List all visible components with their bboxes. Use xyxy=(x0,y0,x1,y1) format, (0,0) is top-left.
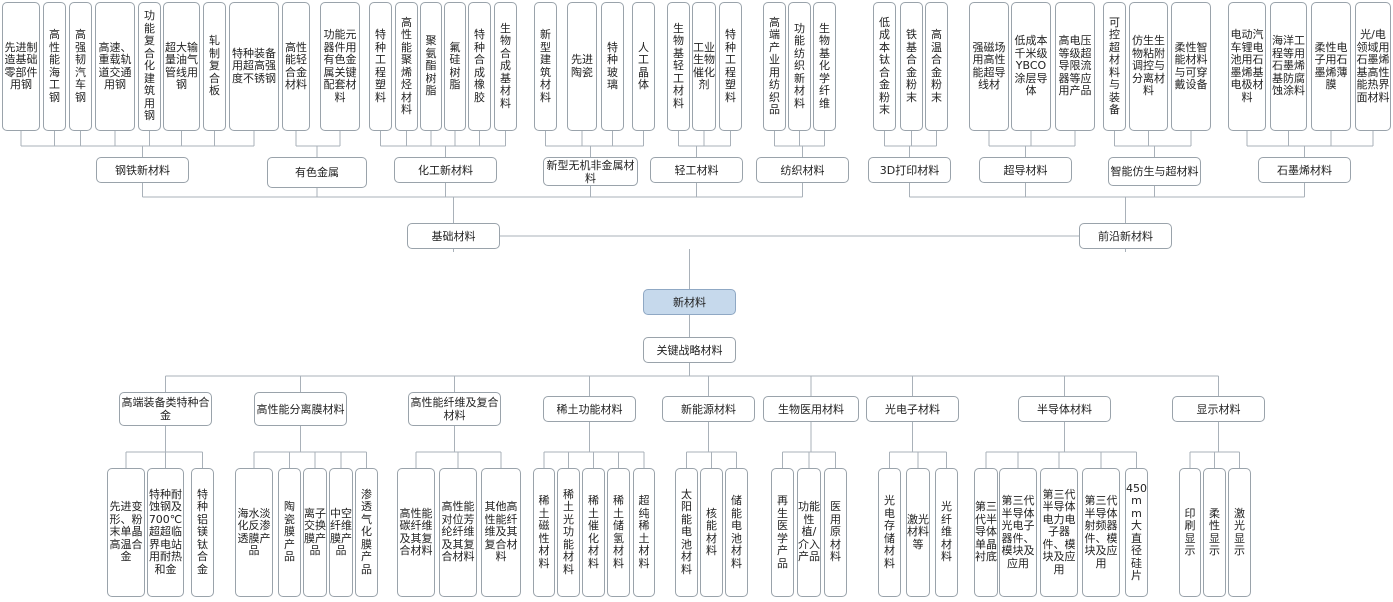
frontier-leaf-node: 柔性智能材料与可穿戴设备 xyxy=(1171,2,1211,131)
strategic-group-node: 半导体材料 xyxy=(1018,396,1111,422)
strategic-group-node: 稀土功能材料 xyxy=(543,396,636,422)
basic-leaf-node: 高性能聚烯烃材料 xyxy=(395,2,418,131)
basic-leaf-node: 高端产业用纺织品 xyxy=(763,2,786,131)
strategic-leaf-node: 激光材料等 xyxy=(906,468,930,597)
basic-group-node: 钢铁新材料 xyxy=(96,157,189,183)
strategic-leaf-node: 第三代半导体射频器件、模块及应用 xyxy=(1082,468,1120,597)
basic-leaf-node: 氟硅树脂 xyxy=(444,2,466,131)
basic-node: 基础材料 xyxy=(407,223,500,249)
strategic-group-node: 高性能纤维及复合材料 xyxy=(408,392,501,426)
basic-group-node: 轻工材料 xyxy=(650,157,743,183)
basic-leaf-node: 人工晶体 xyxy=(632,2,655,131)
strategic-group-node: 高端装备类特种合金 xyxy=(119,392,212,426)
frontier-leaf-node: 可控超材料与装备 xyxy=(1103,2,1126,131)
basic-leaf-node: 特种工程塑料 xyxy=(369,2,392,131)
frontier-group-node: 超导材料 xyxy=(979,157,1072,183)
basic-group-node: 有色金属 xyxy=(267,157,367,188)
frontier-leaf-node: 低成本钛合金粉末 xyxy=(873,2,896,131)
strategic-leaf-node: 第三代半导体电力电子器件、模块及应用 xyxy=(1040,468,1078,597)
strategic-leaf-node: 稀土催化材料 xyxy=(582,468,605,597)
strategic-node: 关键战略材料 xyxy=(643,337,736,363)
strategic-leaf-node: 第三代半导体光电子器件、模块及应用 xyxy=(999,468,1037,597)
frontier-leaf-node: 铁基合金粉末 xyxy=(900,2,923,131)
frontier-group-node: 智能仿生与超材料 xyxy=(1108,157,1201,186)
basic-leaf-node: 聚氨酯树脂 xyxy=(420,2,442,131)
basic-leaf-node: 高强韧汽车钢 xyxy=(69,2,92,131)
strategic-leaf-node: 特种耐蚀钢及700℃超超临界电站用耐热和金 xyxy=(147,468,184,597)
strategic-leaf-node: 中空纤维膜产品 xyxy=(329,468,353,597)
strategic-leaf-node: 渗透气化膜产品 xyxy=(355,468,378,597)
basic-leaf-node: 特种合成橡胶 xyxy=(468,2,491,131)
strategic-leaf-node: 稀土光功能材料 xyxy=(557,468,580,597)
strategic-leaf-node: 激光显示 xyxy=(1228,468,1251,597)
strategic-leaf-node: 印刷显示 xyxy=(1179,468,1201,597)
strategic-leaf-node: 光纤维材料 xyxy=(935,468,958,597)
frontier-node: 前沿新材料 xyxy=(1079,223,1172,249)
basic-leaf-node: 功能复合化建筑用钢 xyxy=(138,2,161,131)
frontier-leaf-node: 海洋工程等用石墨烯基防腐蚀涂料 xyxy=(1270,2,1307,131)
basic-leaf-node: 特种玻璃 xyxy=(601,2,624,131)
strategic-leaf-node: 功能性植/介入产品 xyxy=(797,468,821,597)
basic-leaf-node: 特种装备用超高强度不锈钢 xyxy=(229,2,279,131)
strategic-leaf-node: 陶瓷膜产品 xyxy=(278,468,301,597)
strategic-leaf-node: 高性能碳纤维及其复合材料 xyxy=(397,468,435,597)
basic-leaf-node: 工业生物催化剂 xyxy=(692,2,716,131)
strategic-leaf-node: 核能材料 xyxy=(700,468,723,597)
strategic-group-node: 新能源材料 xyxy=(662,396,755,422)
strategic-group-node: 显示材料 xyxy=(1172,396,1265,422)
basic-leaf-node: 生物基化学纤维 xyxy=(813,2,836,131)
strategic-group-node: 高性能分离膜材料 xyxy=(254,392,347,426)
strategic-group-node: 生物医用材料 xyxy=(763,396,859,422)
strategic-leaf-node: 太阳能电池材料 xyxy=(675,468,698,597)
basic-leaf-node: 先进陶瓷 xyxy=(567,2,597,131)
frontier-group-node: 石墨烯材料 xyxy=(1258,157,1351,183)
basic-leaf-node: 高性能海工钢 xyxy=(43,2,66,131)
strategic-leaf-node: 离子交换膜产品 xyxy=(303,468,327,597)
strategic-leaf-node: 第三代半导体单晶衬底 xyxy=(974,468,998,597)
strategic-group-node: 光电子材料 xyxy=(866,396,959,422)
basic-leaf-node: 高速、重载轨道交通用钢 xyxy=(95,2,135,131)
strategic-leaf-node: 超纯稀土材料 xyxy=(633,468,655,597)
basic-leaf-node: 高性能轻合金材料 xyxy=(282,2,310,131)
basic-leaf-node: 功能元器件用有色金属关键配套材料 xyxy=(320,2,360,131)
strategic-leaf-node: 特种铝镁钛合金 xyxy=(191,468,214,597)
basic-leaf-node: 轧制复合板 xyxy=(203,2,226,131)
basic-leaf-node: 新型建筑材料 xyxy=(534,2,557,131)
basic-group-node: 化工新材料 xyxy=(394,157,497,183)
strategic-leaf-node: 稀土磁性材料 xyxy=(533,468,555,597)
root-node: 新材料 xyxy=(643,289,736,315)
basic-leaf-node: 生物基轻工材料 xyxy=(667,2,690,131)
strategic-leaf-node: 稀土储氢材料 xyxy=(607,468,630,597)
frontier-leaf-node: 强磁场用高性能超导线材 xyxy=(969,2,1009,131)
strategic-leaf-node: 柔性显示 xyxy=(1203,468,1226,597)
strategic-leaf-node: 储能电池材料 xyxy=(725,468,748,597)
basic-leaf-node: 超大输量油气管线用钢 xyxy=(163,2,200,131)
basic-leaf-node: 生物合成基材料 xyxy=(494,2,517,131)
frontier-leaf-node: 高电压等级超导限流器等应用产品 xyxy=(1055,2,1095,131)
strategic-leaf-node: 450mm大直径硅片 xyxy=(1125,468,1148,597)
strategic-leaf-node: 医用原材料 xyxy=(824,468,847,597)
basic-leaf-node: 功能纺织新材料 xyxy=(788,2,811,131)
frontier-leaf-node: 仿生生物粘附调控与分离材料 xyxy=(1129,2,1168,131)
basic-leaf-node: 特种工程塑料 xyxy=(719,2,742,131)
strategic-leaf-node: 再生医学产品 xyxy=(771,468,794,597)
basic-leaf-node: 先进制造基础零部件用钢 xyxy=(2,2,40,131)
frontier-leaf-node: 电动汽车锂电池用石墨烯基电极材料 xyxy=(1228,2,1266,131)
frontier-leaf-node: 低成本千米级YBCO涂层导体 xyxy=(1011,2,1051,131)
basic-group-node: 纺织材料 xyxy=(756,157,849,183)
strategic-leaf-node: 高性能对位芳纶纤维及其复合材料 xyxy=(439,468,477,597)
frontier-leaf-node: 柔性电子用石墨烯薄膜 xyxy=(1311,2,1351,131)
basic-group-node: 新型无机非金属材料 xyxy=(543,157,638,186)
frontier-leaf-node: 光/电领域用石墨烯基高性能热界面材料 xyxy=(1355,2,1391,131)
strategic-leaf-node: 光电存储材料 xyxy=(878,468,901,597)
frontier-leaf-node: 高温合金粉末 xyxy=(925,2,948,131)
strategic-leaf-node: 先进变形、粉末单晶高温合金 xyxy=(107,468,145,597)
strategic-leaf-node: 其他高性能纤维及其复合材料 xyxy=(481,468,521,597)
strategic-leaf-node: 海水淡化反渗透膜产品 xyxy=(235,468,273,597)
frontier-group-node: 3D打印材料 xyxy=(868,157,951,183)
